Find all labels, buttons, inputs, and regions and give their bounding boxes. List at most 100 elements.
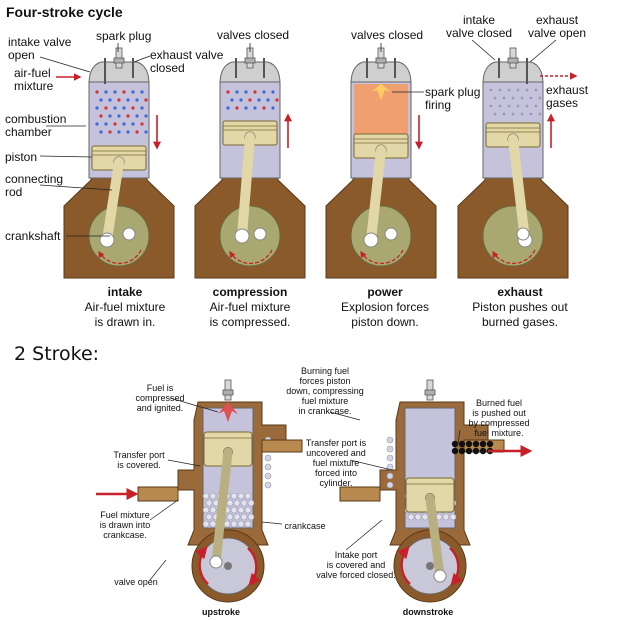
exhaust-pipe	[261, 439, 303, 453]
exhaust-dot	[529, 112, 533, 116]
mixture-dot	[275, 98, 279, 102]
transfer-bubble	[386, 463, 394, 471]
fuel-bubble	[233, 499, 241, 507]
label-transfer-uncovered: Transfer port is uncovered and fuel mixt…	[305, 438, 367, 488]
rotation-arrow	[397, 546, 411, 585]
label-intake-valve-open: intake valve open	[8, 35, 72, 62]
mixture-dot	[144, 130, 148, 134]
mixture-dot	[253, 90, 257, 94]
fuel-bubble	[247, 499, 255, 507]
two-stroke-engine-downstroke	[339, 379, 505, 603]
burned-fuel-dot	[472, 447, 480, 455]
leader-line	[149, 559, 167, 581]
rotation-arrow	[449, 547, 463, 586]
label-piston: piston	[5, 150, 38, 164]
exhaust-dot	[534, 88, 538, 92]
fuel-bubble	[449, 513, 457, 521]
exhaust-dot	[502, 96, 506, 100]
stage-intake: intake Air-fuel mixture is drawn in.	[55, 285, 195, 330]
leader-line	[329, 411, 361, 421]
mixture-dot	[244, 90, 248, 94]
mixture-dot	[104, 122, 108, 126]
mixture-dot	[117, 130, 121, 134]
stage-compression-desc: Air-fuel mixture is compressed.	[209, 300, 291, 329]
mixture-dot	[226, 106, 230, 110]
exhaust-dot	[489, 88, 493, 92]
mixture-dot	[108, 98, 112, 102]
label-combustion-chamber: combustion chamber	[5, 112, 67, 139]
stage-upstroke: upstroke	[201, 607, 240, 617]
crank-pin	[99, 232, 115, 248]
transfer-bubble	[386, 436, 394, 444]
fuel-bubble	[414, 513, 422, 521]
mixture-dot	[140, 106, 144, 110]
connecting-rod	[508, 134, 530, 245]
connecting-rod	[237, 132, 255, 241]
rotation-arrow	[229, 249, 273, 265]
label-air-fuel-mixture: air-fuel mixture	[14, 66, 54, 93]
exhaust-dot	[538, 96, 542, 100]
fuel-bubble	[244, 506, 252, 514]
burned-fuel-dot	[458, 440, 466, 448]
mixture-dot	[257, 98, 261, 102]
exhaust-dot	[498, 88, 502, 92]
crank-disc	[219, 205, 281, 267]
exhaust-dot	[493, 112, 497, 116]
mixture-dot	[126, 130, 130, 134]
label-burning-fuel: Burning fuel forces piston down, compres…	[286, 366, 364, 416]
crank-disc	[482, 205, 544, 267]
crank-disc	[350, 205, 412, 267]
ignition-spark	[218, 402, 238, 422]
two-stroke-rod	[211, 447, 233, 567]
mixture-dot	[144, 98, 148, 102]
burned-fuel-dot	[458, 447, 466, 455]
mixture-dot	[230, 98, 234, 102]
exhaust-dot	[516, 88, 520, 92]
leader-line	[169, 397, 219, 413]
crank-pin	[209, 555, 223, 569]
leader-line	[39, 56, 91, 73]
exhaust-dot	[516, 104, 520, 108]
fuel-bubble	[421, 513, 429, 521]
mixture-dot	[95, 106, 99, 110]
exhaust-dot	[538, 112, 542, 116]
mixture-dot	[126, 114, 130, 118]
leader-line	[349, 459, 393, 471]
connecting-rod	[366, 145, 386, 245]
fuel-bubble	[209, 492, 217, 500]
label-exhaust-valve-open: exhaust valve open	[528, 13, 587, 40]
label-valve-open: valve open	[114, 577, 158, 587]
label-burned-fuel: Burned fuel is pushed out by compressed …	[468, 398, 530, 438]
leader-line	[345, 519, 383, 551]
exhaust-dot	[534, 104, 538, 108]
crank-axle	[224, 562, 232, 570]
fuel-bubble	[202, 492, 210, 500]
stage-intake-name: intake	[107, 285, 143, 299]
burned-fuel-dot	[465, 447, 473, 455]
exhaust-dot	[529, 96, 533, 100]
label-connecting-rod: connecting rod	[5, 172, 64, 199]
burned-fuel-dot	[479, 447, 487, 455]
fuel-bubble	[237, 506, 245, 514]
leader-line	[471, 39, 496, 61]
transfer-bubble	[386, 472, 394, 480]
stage-power: power Explosion forces piston down.	[315, 285, 455, 330]
stage-exhaust-name: exhaust	[497, 285, 543, 299]
mixture-dot	[131, 122, 135, 126]
fuel-bubble	[240, 499, 248, 507]
mixture-dot	[99, 98, 103, 102]
exhaust-dot	[525, 88, 529, 92]
spark-flash	[371, 84, 391, 100]
label-exhaust-valve-closed: exhaust valve closed	[150, 48, 224, 75]
label-transfer-covered: Transfer port is covered.	[113, 450, 165, 470]
connecting-rod	[102, 157, 124, 245]
mixture-dot	[271, 106, 275, 110]
crank-axle	[253, 227, 267, 241]
mixture-dot	[104, 90, 108, 94]
transfer-bubble	[264, 472, 272, 480]
leader-line	[167, 459, 201, 467]
crank-axle	[426, 562, 434, 570]
fuel-bubble	[205, 513, 213, 521]
stage-power-desc: Explosion forces piston down.	[340, 300, 430, 329]
